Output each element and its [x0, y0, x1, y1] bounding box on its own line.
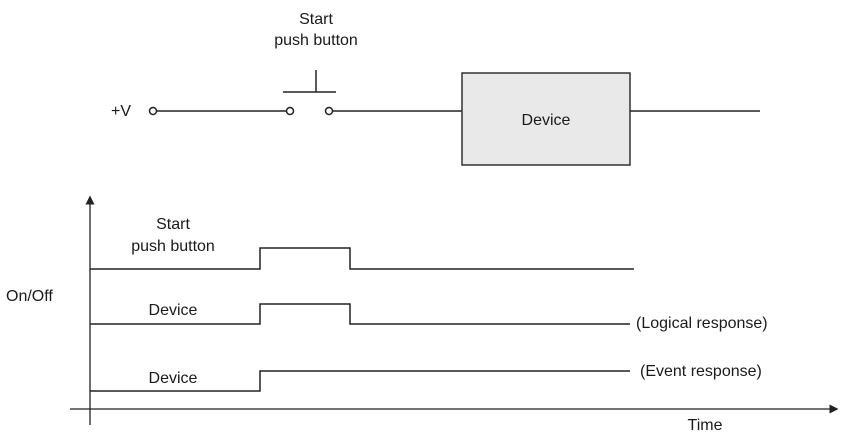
- trace-1-label-line2: push button: [131, 238, 215, 255]
- trace-3-annotation: (Event response): [640, 363, 762, 380]
- trace-2-pulse-waveform: [90, 303, 630, 325]
- timing-diagram: On/Off Time Start push button Device (Lo…: [6, 195, 839, 434]
- trace-1-label-line1: Start: [156, 216, 190, 233]
- trace-1-pulse-waveform: [90, 247, 634, 270]
- circuit-schematic: +V Start push button Device: [111, 11, 760, 166]
- supply-terminal: [148, 106, 158, 116]
- trace-3-step-waveform: [90, 370, 630, 392]
- device-block: [461, 72, 631, 166]
- trace-3-label: Device: [149, 370, 198, 387]
- supply-voltage-label: +V: [111, 103, 131, 120]
- trace-2-label: Device: [149, 302, 198, 319]
- switch-left-contact: [285, 106, 295, 116]
- trace-2-annotation: (Logical response): [636, 315, 768, 332]
- push-button-label-line1: Start: [299, 11, 333, 28]
- y-axis-label: On/Off: [6, 288, 53, 305]
- switch-right-contact: [324, 106, 334, 116]
- push-button-label-line2: push button: [274, 32, 358, 49]
- device-block-label: Device: [522, 112, 571, 129]
- x-axis-label: Time: [688, 417, 723, 434]
